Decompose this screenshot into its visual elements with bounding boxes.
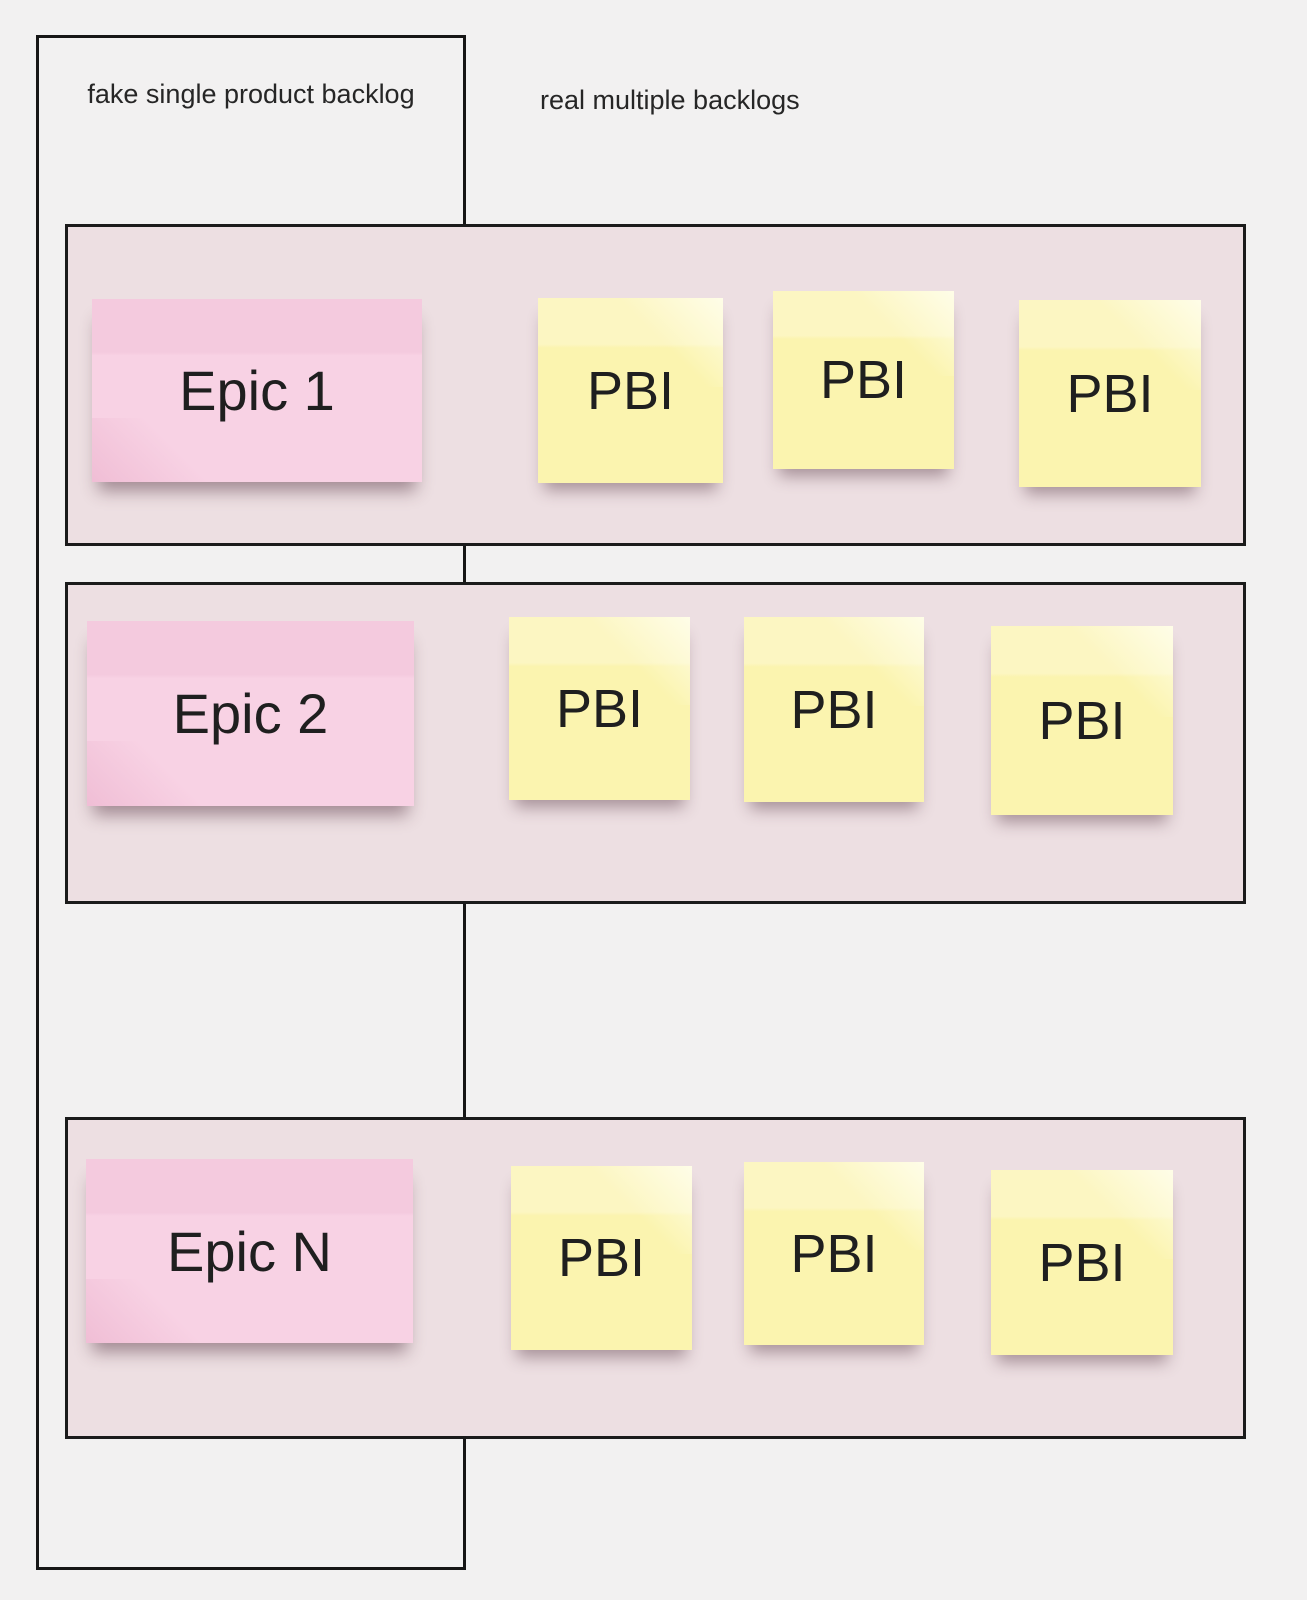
pbi-note: PBI	[991, 626, 1174, 815]
pbi-note: PBI	[1019, 300, 1202, 487]
pbi-note: PBI	[773, 291, 954, 469]
real-multiple-backlogs-label: real multiple backlogs	[540, 85, 800, 115]
epic-note-2: Epic 2	[87, 621, 414, 806]
pbi-note: PBI	[511, 1166, 692, 1350]
epic-note-n: Epic N	[86, 1159, 413, 1343]
pbi-note: PBI	[744, 1162, 924, 1345]
fake-single-backlog-label: fake single product backlog	[87, 79, 415, 109]
pbi-note: PBI	[538, 298, 723, 483]
pbi-note: PBI	[991, 1170, 1174, 1355]
epic-note-1: Epic 1	[92, 299, 422, 482]
pbi-note: PBI	[509, 617, 690, 800]
pbi-note: PBI	[744, 617, 924, 802]
